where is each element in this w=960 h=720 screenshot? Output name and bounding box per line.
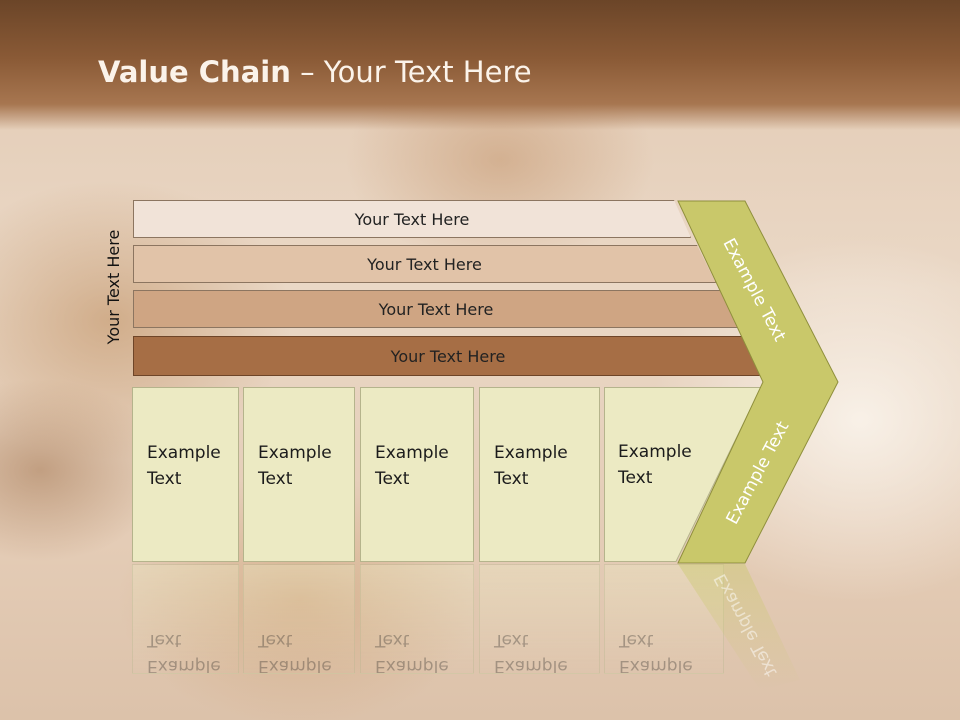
column-3-line1: Example xyxy=(375,443,449,463)
column-3-reflection: Example Text xyxy=(360,564,474,674)
column-2: Example Text xyxy=(243,387,355,562)
row-4-label: Your Text Here xyxy=(390,346,506,366)
column-1-line1: Example xyxy=(147,443,221,463)
column-3: Example Text xyxy=(360,387,474,562)
title-rest: – Your Text Here xyxy=(290,55,532,89)
row-4: Your Text Here xyxy=(133,336,763,376)
row-2: Your Text Here xyxy=(133,245,716,283)
column-1-reflection: Example Text xyxy=(132,564,239,674)
column-5-line1: Example xyxy=(618,442,692,462)
column-4-line2: Text xyxy=(494,469,529,489)
row-1-label: Your Text Here xyxy=(354,209,470,229)
column-3-line2: Text xyxy=(375,469,410,489)
column-2-line1: Example xyxy=(258,443,332,463)
column-1-line2: Text xyxy=(147,469,182,489)
row-3-label: Your Text Here xyxy=(378,299,494,319)
column-2-reflection: Example Text xyxy=(243,564,355,674)
column-5-shape xyxy=(604,387,762,562)
row-1: Your Text Here xyxy=(133,200,691,238)
title-bar xyxy=(0,0,960,130)
row-2-label: Your Text Here xyxy=(367,254,482,274)
column-4: Example Text xyxy=(479,387,600,562)
column-4-line1: Example xyxy=(494,443,568,463)
chevron-reflection xyxy=(678,564,800,690)
row-3: Your Text Here xyxy=(133,290,739,328)
column-2-line2: Text xyxy=(258,469,293,489)
column-5-line2: Text xyxy=(618,468,653,488)
column-5: Example Text xyxy=(604,387,762,562)
title-bold: Value Chain xyxy=(98,55,291,89)
page-title: Value Chain – Your Text Here xyxy=(98,55,532,89)
column-1: Example Text xyxy=(132,387,239,562)
chevron-shape xyxy=(677,200,839,564)
column-4-reflection: Example Text xyxy=(479,564,600,674)
